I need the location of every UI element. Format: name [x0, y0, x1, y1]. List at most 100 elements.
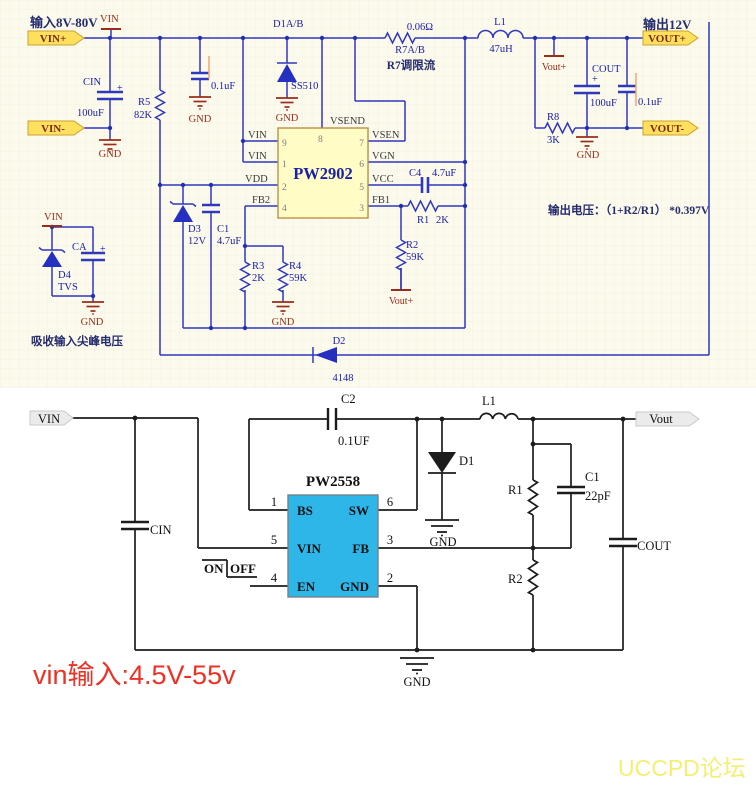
cout-value: 100uF: [590, 98, 617, 109]
diode-d1-ss510: [277, 62, 297, 82]
pin-name: FB: [352, 541, 369, 556]
pw2558-schematic: VIN Vout PW2558 BS VIN EN SW FB GND 1 5 …: [29, 392, 700, 690]
r4-value: 59K: [289, 273, 308, 284]
r2-ref: R2: [508, 572, 523, 586]
d1-ref: D1A/B: [273, 19, 303, 30]
r1-ref: R1: [508, 483, 523, 497]
l1-ref: L1: [482, 394, 496, 408]
ic-pw2902: PW2902 9 1 2 4 8 7 6 5 3 VIN VIN VDD FB2…: [245, 116, 400, 219]
gnd-label: GND: [99, 149, 122, 160]
net-label-vout: Vout+: [389, 296, 414, 307]
ca-ref: CA: [72, 242, 87, 253]
pin-name: SW: [349, 503, 369, 518]
input-title: 输入8V-80V: [30, 15, 98, 30]
c1-value: 22pF: [585, 489, 611, 503]
pin-number: 2: [282, 183, 287, 193]
plus-sign: +: [592, 74, 598, 85]
gnd-symbol: [399, 657, 435, 676]
pin-number: 5: [271, 533, 277, 547]
pin-number: 7: [359, 139, 364, 149]
l1-value: 47uH: [489, 44, 513, 55]
port-vin-plus: VIN+: [27, 30, 85, 46]
diode-icon: [315, 347, 337, 363]
capacitor-plates-bottom: [121, 408, 637, 548]
d4-ref: D4: [58, 270, 72, 281]
schematic-grid: [0, 0, 756, 388]
r1-value: 2K: [436, 215, 449, 226]
cout-ref: COUT: [637, 539, 671, 553]
pin-name: FB1: [372, 195, 390, 206]
pin-number: 1: [271, 495, 277, 509]
pin-name: EN: [297, 579, 316, 594]
l1-ref: L1: [494, 17, 506, 28]
pin-name: BS: [297, 503, 313, 518]
gnd-label: GND: [429, 535, 456, 549]
r7-ref: R7A/B: [395, 45, 425, 56]
r5-ref: R5: [138, 97, 150, 108]
d3-value: 12V: [188, 236, 207, 247]
r4-ref: R4: [289, 261, 302, 272]
pin-number: 2: [387, 571, 393, 585]
gnd-label: GND: [189, 114, 212, 125]
plus-sign: +: [100, 244, 106, 255]
ic-name: PW2902: [293, 164, 353, 183]
on-label: ON: [204, 561, 224, 576]
pin-number: 5: [359, 183, 364, 193]
net-label-vin: VIN: [100, 14, 119, 25]
pin-name: VSEND: [330, 116, 365, 127]
port-label: VIN-: [41, 123, 65, 135]
r7-value: 0.06Ω: [407, 22, 433, 33]
watermark: UCCPD论坛: [618, 755, 746, 781]
cin-ref: CIN: [150, 523, 172, 537]
pin-number: 9: [282, 139, 287, 149]
pin-name: VGN: [372, 151, 395, 162]
c1-value: 4.7uF: [217, 236, 241, 247]
output-title: 输出12V: [643, 17, 692, 32]
pin-name: VSEN: [372, 130, 400, 141]
pin-name: FB2: [252, 195, 270, 206]
cin-value: 100uF: [77, 108, 104, 119]
r1-ref: R1: [417, 215, 429, 226]
port-vout-minus: VOUT-: [642, 120, 699, 136]
output-voltage-formula: 输出电压：（1+R2/R1） *0.397V: [548, 203, 710, 217]
port-label: VIN+: [40, 33, 66, 45]
pin-number: 3: [387, 533, 393, 547]
pin-number: 6: [387, 495, 393, 509]
pin-number: 4: [271, 571, 278, 585]
pin-number: 6: [359, 160, 364, 170]
port-vout-plus: VOUT+: [642, 30, 699, 46]
d2-ref: D2: [333, 336, 346, 347]
c1-ref: C1: [217, 224, 229, 235]
scan-artifact-lines: [208, 56, 637, 106]
zener-icon: [173, 205, 193, 222]
diode-d2-4148: [312, 347, 337, 363]
pin-name: GND: [340, 579, 369, 594]
pin-name: VIN: [248, 151, 267, 162]
pin-name: VDD: [245, 174, 268, 185]
diode-d1-bottom: [428, 452, 456, 474]
diode-d3-zener: [169, 200, 197, 222]
capacitor-plates-top: [81, 71, 636, 262]
pin-name: VCC: [372, 174, 394, 185]
r8-ref: R8: [547, 112, 559, 123]
gnd-label: GND: [276, 113, 299, 124]
pin-number: 3: [359, 204, 364, 214]
tag-label: Vout: [649, 412, 673, 426]
c4-ref: C4: [409, 168, 422, 179]
d1-value: SS510: [291, 81, 318, 92]
net-label-vin: VIN: [44, 212, 63, 223]
r5-value: 82K: [134, 110, 153, 121]
r2-ref: R2: [406, 240, 418, 251]
cout-ref: COUT: [592, 64, 621, 75]
d1-ref: D1: [459, 454, 474, 468]
wires-top: [51, 22, 710, 356]
cin-ref: CIN: [83, 77, 102, 88]
cbypass-out-value: 0.1uF: [638, 97, 662, 108]
port-label: VOUT+: [648, 33, 686, 45]
port-label: VOUT-: [650, 123, 685, 135]
plus-sign: +: [117, 83, 123, 94]
tag-vin: VIN: [29, 410, 74, 426]
c4-value: 4.7uF: [432, 168, 456, 179]
